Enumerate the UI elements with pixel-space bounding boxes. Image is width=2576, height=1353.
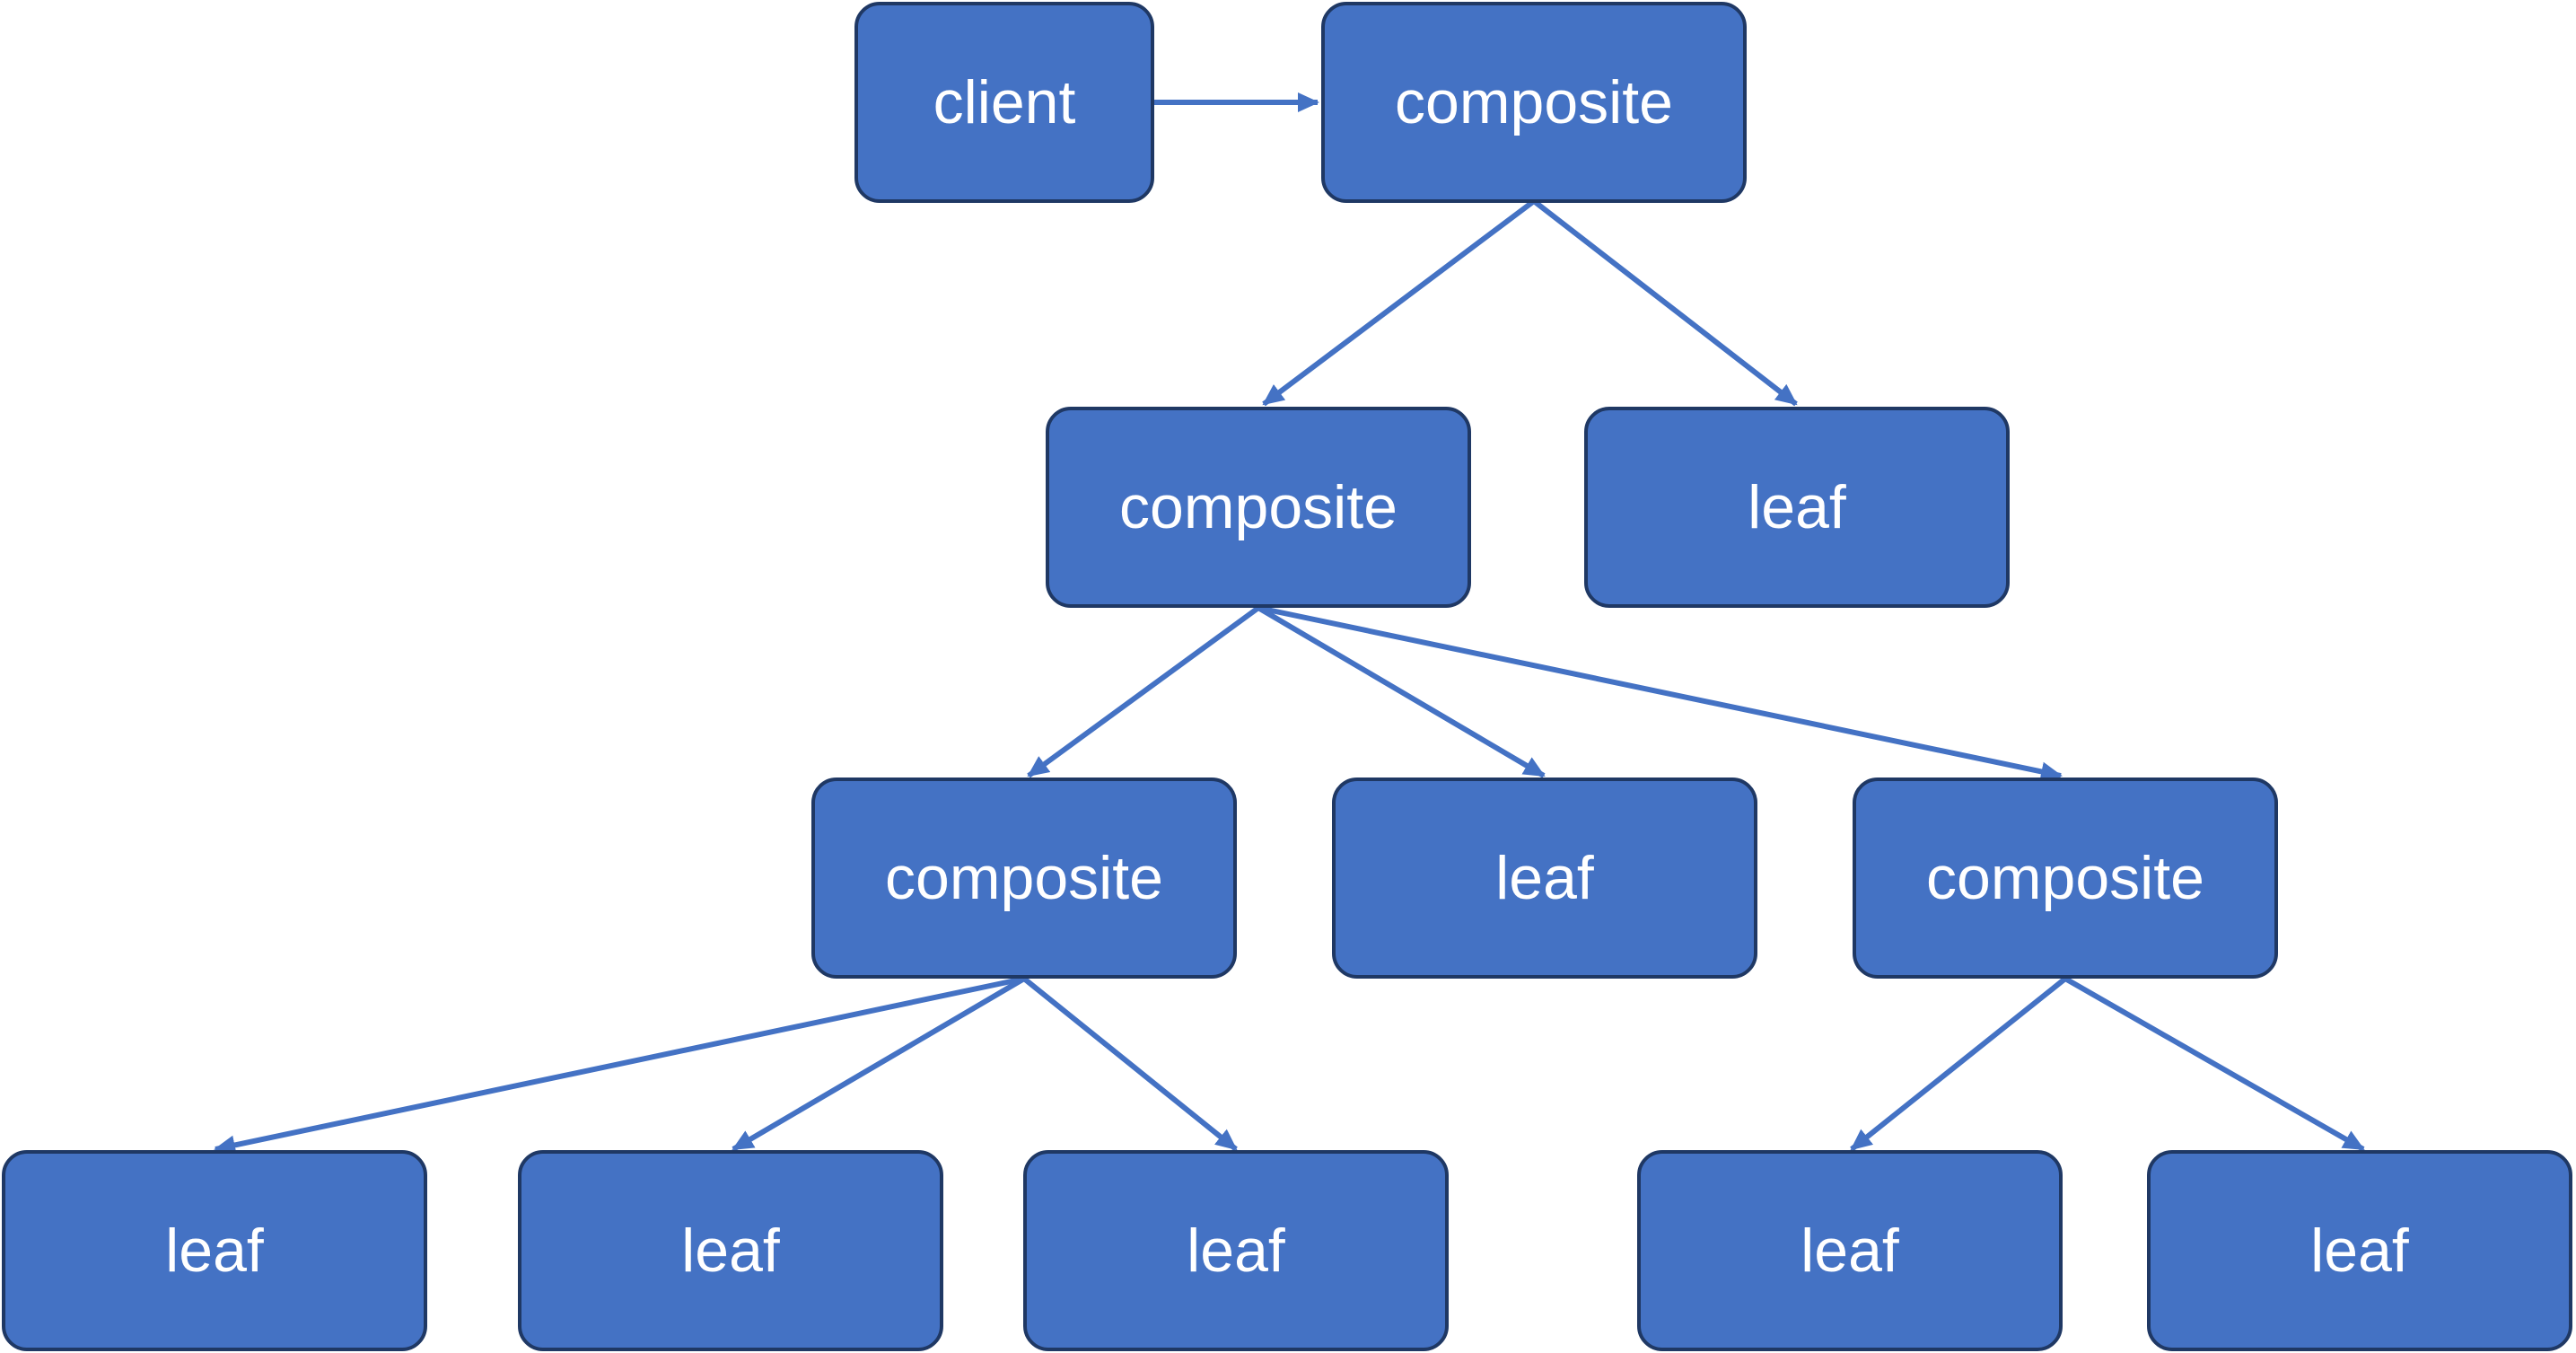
node-composite-l2: composite bbox=[1046, 407, 1471, 608]
node-label: leaf bbox=[2310, 1217, 2409, 1285]
node-label: leaf bbox=[1801, 1217, 1899, 1285]
node-label: leaf bbox=[165, 1217, 264, 1285]
node-label: leaf bbox=[1187, 1217, 1285, 1285]
node-label: leaf bbox=[681, 1217, 780, 1285]
arrow-composite-l2-to-composite-l3-right bbox=[1257, 605, 2063, 782]
arrow-composite-l3-right-to-leaf-5 bbox=[2063, 976, 2365, 1152]
node-leaf-l4-4: leaf bbox=[1637, 1150, 2063, 1351]
arrow-composite-l3-left-to-leaf-2 bbox=[732, 976, 1026, 1152]
node-leaf-l3: leaf bbox=[1332, 778, 1757, 979]
arrow-composite-root-to-leaf-l2 bbox=[1532, 198, 1798, 407]
node-composite-root: composite bbox=[1321, 2, 1747, 203]
node-label: composite bbox=[885, 844, 1163, 912]
arrow-composite-root-to-composite-l2 bbox=[1262, 198, 1536, 407]
node-label: leaf bbox=[1495, 844, 1594, 912]
node-leaf-l4-3: leaf bbox=[1023, 1150, 1449, 1351]
arrow-composite-l3-right-to-leaf-4 bbox=[1850, 976, 2067, 1152]
arrow-composite-l2-to-leaf-l3 bbox=[1257, 605, 1546, 778]
node-client: client bbox=[854, 2, 1154, 203]
edges bbox=[214, 92, 2365, 1155]
node-leaf-l4-1: leaf bbox=[2, 1150, 427, 1351]
node-leaf-l4-5: leaf bbox=[2147, 1150, 2572, 1351]
node-leaf-l2: leaf bbox=[1584, 407, 2010, 608]
arrow-composite-l3-left-to-leaf-3 bbox=[1022, 976, 1238, 1152]
arrow-composite-l2-to-composite-l3-left bbox=[1027, 605, 1260, 778]
node-label: leaf bbox=[1748, 473, 1846, 541]
node-leaf-l4-2: leaf bbox=[518, 1150, 943, 1351]
node-label: client bbox=[933, 68, 1076, 136]
node-composite-l3-right: composite bbox=[1853, 778, 2278, 979]
arrow-composite-l3-left-to-leaf-1 bbox=[214, 976, 1025, 1155]
node-label: composite bbox=[1395, 68, 1673, 136]
node-label: composite bbox=[1119, 473, 1398, 541]
node-composite-l3-left: composite bbox=[811, 778, 1237, 979]
node-label: composite bbox=[1926, 844, 2204, 912]
